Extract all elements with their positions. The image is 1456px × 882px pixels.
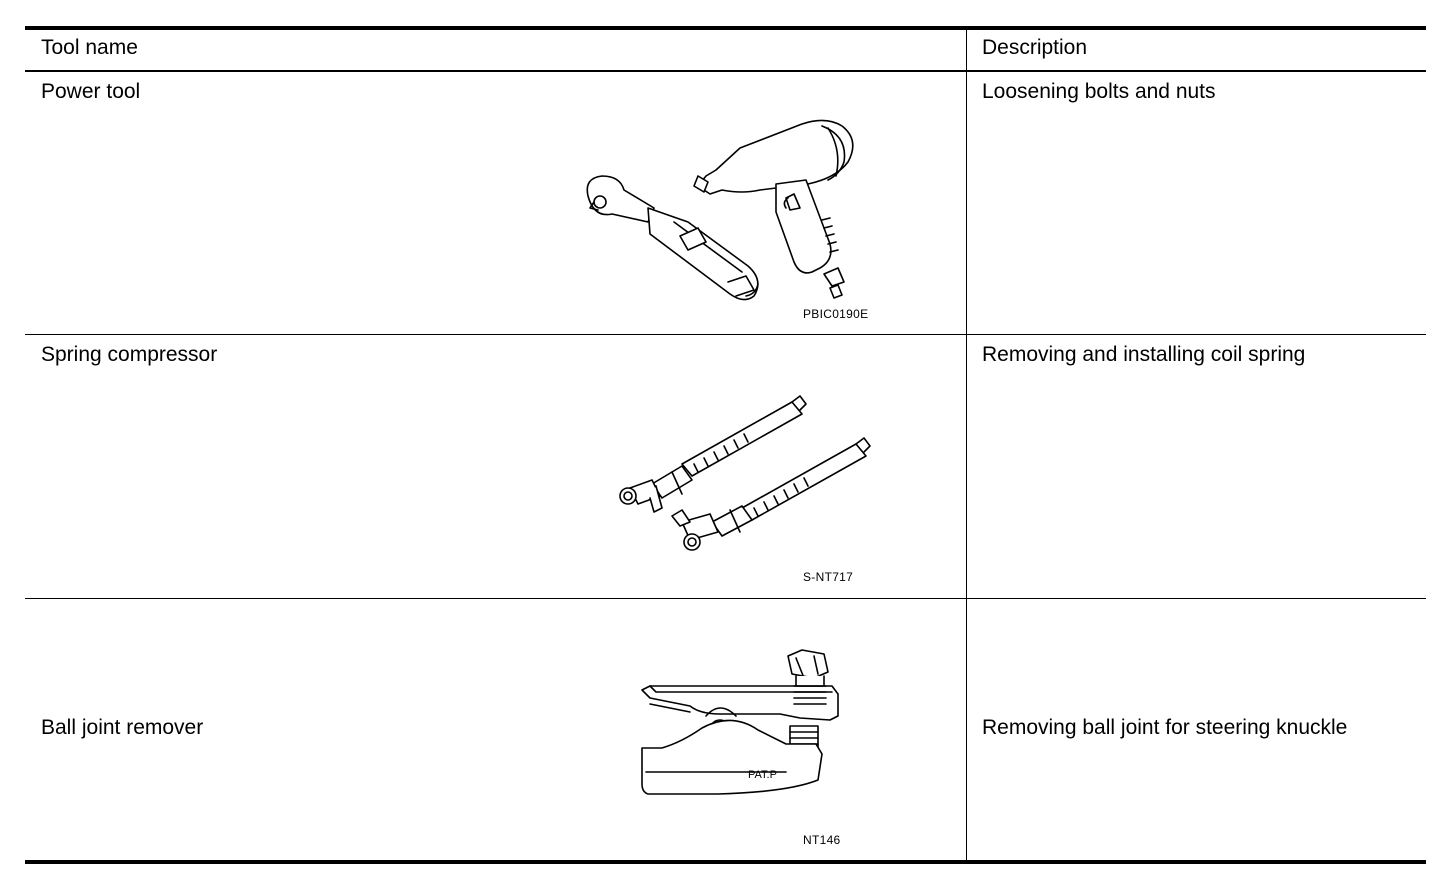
header-divider [25, 70, 1426, 72]
tool-name-cell: Power tool [41, 80, 141, 103]
air-ratchet-icon [586, 175, 759, 301]
power-tool-icon [586, 119, 854, 301]
patent-label: PAT.P [748, 769, 777, 781]
header-tool-name: Tool name [41, 36, 138, 59]
figure-code: NT146 [803, 833, 841, 847]
figure-code: PBIC0190E [803, 307, 869, 321]
description-cell: Removing ball joint for steering knuckle [982, 716, 1348, 739]
impact-wrench-icon [693, 119, 854, 299]
description-cell: Loosening bolts and nuts [982, 80, 1216, 103]
ball-joint-remover-icon: PAT.P [641, 649, 839, 795]
description-cell: Removing and installing coil spring [982, 343, 1306, 366]
row-divider-1 [25, 334, 1426, 335]
header-description: Description [982, 36, 1088, 59]
table-bottom-border [25, 860, 1426, 864]
tool-name-cell: Ball joint remover [41, 716, 204, 739]
column-divider [966, 28, 967, 862]
spring-compressor-icon [619, 395, 871, 551]
row-divider-2 [25, 598, 1426, 599]
table-top-border [25, 26, 1426, 30]
figure-code: S-NT717 [803, 570, 854, 584]
tool-name-cell: Spring compressor [41, 343, 218, 366]
